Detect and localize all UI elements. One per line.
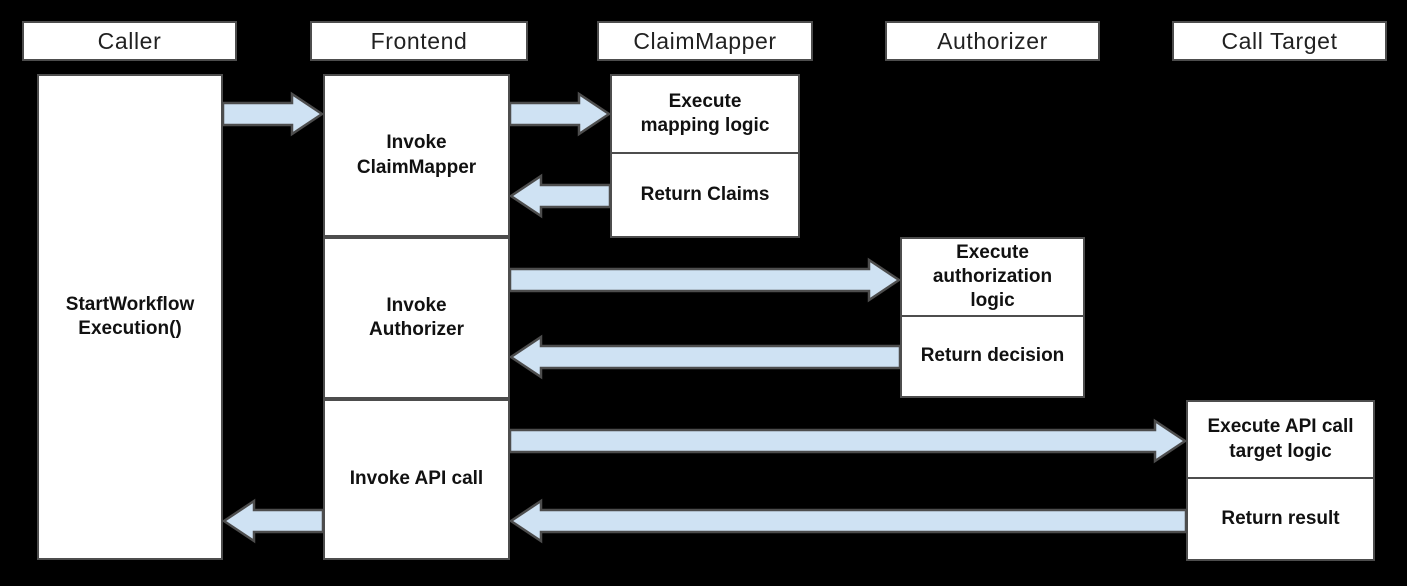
lane-header-caller: Caller — [22, 21, 237, 61]
node-invoke-authorizer: Invoke Authorizer — [323, 237, 510, 399]
arrow-calltarget-return — [508, 498, 1188, 544]
node-invoke-claimmapper: Invoke ClaimMapper — [323, 74, 510, 237]
lane-header-claimmapper: ClaimMapper — [597, 21, 813, 61]
lane-header-frontend: Frontend — [310, 21, 528, 61]
node-execute-api-call-target-logic: Execute API call target logic — [1186, 400, 1375, 479]
arrow-caller-to-frontend — [221, 91, 325, 137]
arrow-authorizer-return — [508, 334, 902, 380]
arrow-frontend-to-authorizer — [508, 257, 902, 303]
arrow-frontend-to-caller-return — [221, 498, 325, 544]
node-invoke-api-call: Invoke API call — [323, 399, 510, 560]
node-execute-authorization-logic: Execute authorization logic — [900, 237, 1085, 317]
arrow-frontend-to-claimmapper — [508, 91, 612, 137]
arrow-claimmapper-return — [508, 173, 612, 219]
lane-header-authorizer: Authorizer — [885, 21, 1100, 61]
lane-header-calltarget: Call Target — [1172, 21, 1387, 61]
node-return-claims: Return Claims — [610, 152, 800, 238]
node-return-result: Return result — [1186, 477, 1375, 561]
node-startworkflowexecution: StartWorkflow Execution() — [37, 74, 223, 560]
arrow-frontend-to-calltarget — [508, 418, 1188, 464]
node-execute-mapping-logic: Execute mapping logic — [610, 74, 800, 154]
node-return-decision: Return decision — [900, 315, 1085, 398]
